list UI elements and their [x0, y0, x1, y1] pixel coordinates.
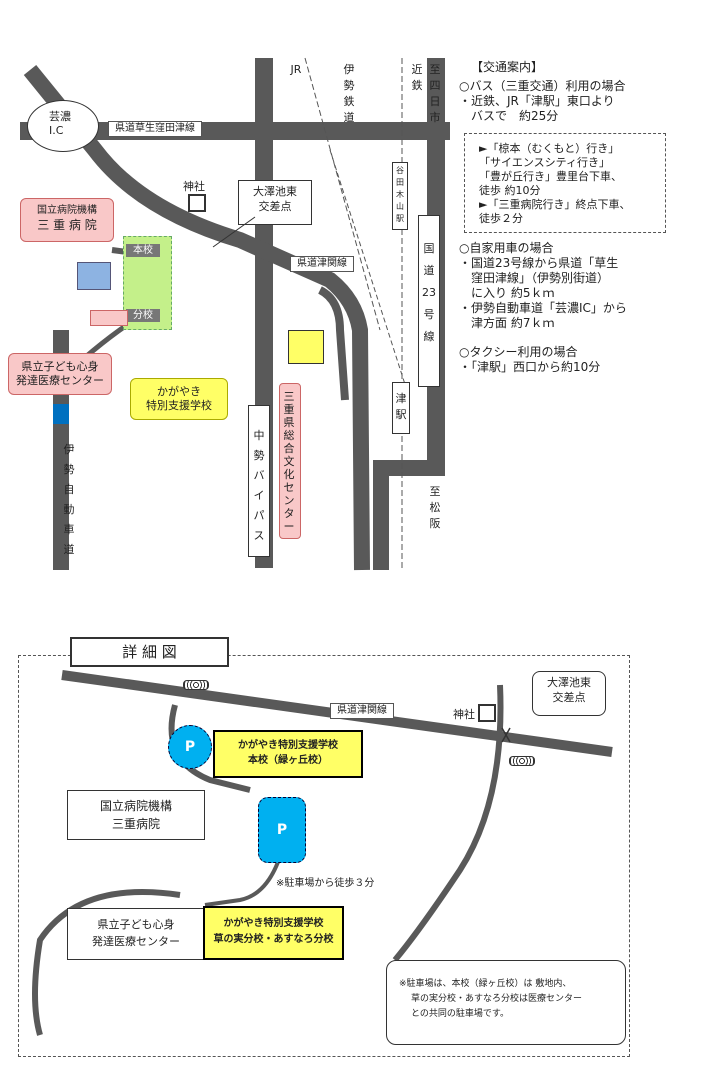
school-branch-label-2: 草の実分校・あすなろ分校: [213, 934, 334, 945]
parking-note-2: 草の実分校・あすなろ分校は医療センター: [411, 994, 583, 1004]
parking-note-box: ※駐車場は、本校（緑ヶ丘校）は 敷地内、 草の実分校・あすなろ分校は医療センター…: [386, 960, 626, 1045]
kagayaki-label-1: かがやき: [157, 385, 201, 398]
school-main-label-1: かがやき特別支援学校: [238, 740, 338, 751]
detail-title: 詳 細 図: [122, 643, 177, 661]
children-center-callout: 県立子ども心身 発達医療センター: [8, 353, 112, 395]
bus-detail-box: ►「椋本（むくもと）行き」 「サイエンスシティ行き」 「豊が丘行き」豊里台下車、…: [464, 133, 666, 233]
school-branch-box: かがやき特別支援学校 草の実分校・あすなろ分校: [203, 906, 344, 960]
bus-box-4: 徒歩 約10分: [479, 184, 541, 197]
bus-box-3: 「豊が丘行き」豊里台下車、: [479, 170, 622, 183]
children-center-label-1: 県立子ども心身: [21, 360, 99, 373]
hospital-marker: [77, 262, 111, 290]
detail-center-label-1: 県立子ども心身: [97, 918, 175, 931]
parking-main: P: [168, 725, 212, 769]
kagayaki-callout: かがやき 特別支援学校: [130, 378, 228, 420]
bus-heading: ○バス（三重交通）利用の場合: [459, 79, 626, 93]
station-tsu-label: 津駅: [395, 392, 407, 421]
label-jr: JR: [290, 63, 302, 76]
kagayaki-label-2: 特別支援学校: [146, 399, 212, 412]
main-school-label: 本校: [126, 244, 160, 257]
station-shinmachi-box: 谷田木山駅: [392, 162, 408, 230]
car-line-1: ・国道23号線から県道「草生: [459, 256, 619, 270]
station-shinmachi-label: 谷田木山駅: [396, 166, 404, 223]
access-info: 【交通案内】 ○バス（三重交通）利用の場合 ・近鉄、JR「津駅」東口より バスで…: [459, 60, 724, 375]
school-main-box: かがやき特別支援学校 本校（緑ヶ丘校）: [213, 730, 363, 778]
bus-box-2: 「サイエンスシティ行き」: [479, 156, 611, 169]
ic-label-1: 芸濃: [49, 110, 71, 123]
detail-crossing-label-2: 交差点: [552, 691, 586, 704]
center-box: 県立子ども心身 発達医療センター: [67, 908, 205, 960]
detail-crossing-box: 大澤池東 交差点: [532, 671, 606, 716]
car-line-2: 窪田津線」（伊勢別街道）: [459, 271, 610, 285]
label-kintetsu: 近鉄: [411, 63, 423, 92]
walk-note: ※駐車場から徒歩３分: [276, 878, 375, 889]
road-label-kusao: 県道草生窪田津線: [108, 121, 202, 137]
hospital-label-2: 三 重 病 院: [37, 218, 97, 232]
label-to-yokkaichi: 至四日市: [429, 63, 441, 124]
car-line-4: ・伊勢自動車道「芸濃IC」から: [459, 301, 627, 315]
route23-label-box: 国道23号線: [418, 215, 440, 387]
school-main-label-2: 本校（緑ヶ丘校）: [248, 755, 328, 766]
car-heading: ○自家用車の場合: [459, 241, 554, 255]
shrine-marker: [188, 194, 206, 212]
bridge-marker-left: [183, 680, 209, 690]
bus-box-6: 徒歩２分: [479, 212, 523, 225]
crossing-callout: 大澤池東 交差点: [238, 180, 312, 225]
taxi-heading: ○タクシー利用の場合: [459, 345, 578, 359]
detail-title-box: 詳 細 図: [70, 637, 229, 667]
label-ise-rail: 伊勢鉄道: [343, 63, 355, 124]
crossing-label-2: 交差点: [258, 200, 292, 213]
parking-branch: P: [258, 797, 306, 863]
nakase-bypass-label: 中勢バイパス: [253, 429, 265, 542]
ic-label-2: I.C: [49, 124, 64, 137]
branch-school-label: 分校: [126, 309, 160, 322]
culture-center-label: 三重県総合文化センター: [283, 390, 295, 533]
crossing-pointer: [212, 216, 256, 248]
route23-label: 国道23号線: [422, 242, 436, 343]
culture-center-label-box: 三重県総合文化センター: [279, 383, 301, 539]
school-branch-label-1: かがやき特別支援学校: [223, 918, 324, 929]
detail-shrine-label: 神社: [453, 708, 475, 721]
ic-marker: [27, 100, 99, 152]
label-to-matsusaka: 至松阪: [429, 485, 441, 530]
detail-shrine-marker: [478, 704, 496, 722]
label-ise-expressway: 伊勢自動車道: [63, 443, 75, 556]
road-label-tsuseki: 県道津関線: [290, 256, 354, 272]
detail-crossing-label-1: 大澤池東: [547, 676, 591, 689]
bus-box-5: ►「三重病院行き」終点下車、: [479, 198, 631, 211]
hospital-callout: 国立病院機構 三 重 病 院: [20, 198, 114, 242]
parking-main-p: P: [184, 739, 196, 755]
hospital-box: 国立病院機構 三重病院: [67, 790, 205, 840]
parking-branch-p: P: [276, 822, 288, 838]
bus-box-1: ►「椋本（むくもと）行き」: [479, 142, 620, 155]
parking-note-3: との共同の駐車場です。: [411, 1009, 510, 1019]
label-shrine: 神社: [183, 180, 205, 193]
detail-hospital-label-2: 三重病院: [111, 817, 160, 831]
children-center-marker: [90, 310, 128, 326]
bus-line-2: バスで 約25分: [459, 109, 559, 123]
detail-hospital-label-1: 国立病院機構: [99, 799, 172, 813]
hospital-label-1: 国立病院機構: [37, 205, 97, 216]
car-line-3: に入り 約5ｋｍ: [459, 286, 555, 300]
station-tsu-box: 津駅: [392, 382, 410, 434]
culture-center-marker: [288, 330, 324, 364]
parking-note-1: ※駐車場は、本校（緑ヶ丘校）は 敷地内、: [399, 979, 572, 989]
bridge-marker-right: [509, 756, 535, 766]
children-center-label-2: 発達医療センター: [16, 374, 104, 387]
nakase-bypass-label-box: 中勢バイパス: [248, 405, 270, 557]
access-title: 【交通案内】: [471, 60, 544, 74]
taxi-line-1: ・「津駅」西口から約10分: [459, 360, 601, 374]
detail-center-label-2: 発達医療センター: [92, 935, 180, 948]
bus-line-1: ・近鉄、JR「津駅」東口より: [459, 94, 615, 108]
detail-road-label: 県道津関線: [330, 703, 394, 719]
crossing-label-1: 大澤池東: [253, 185, 297, 198]
car-line-5: 津方面 約7ｋｍ: [459, 316, 555, 330]
detail-map-frame: [18, 655, 630, 1057]
